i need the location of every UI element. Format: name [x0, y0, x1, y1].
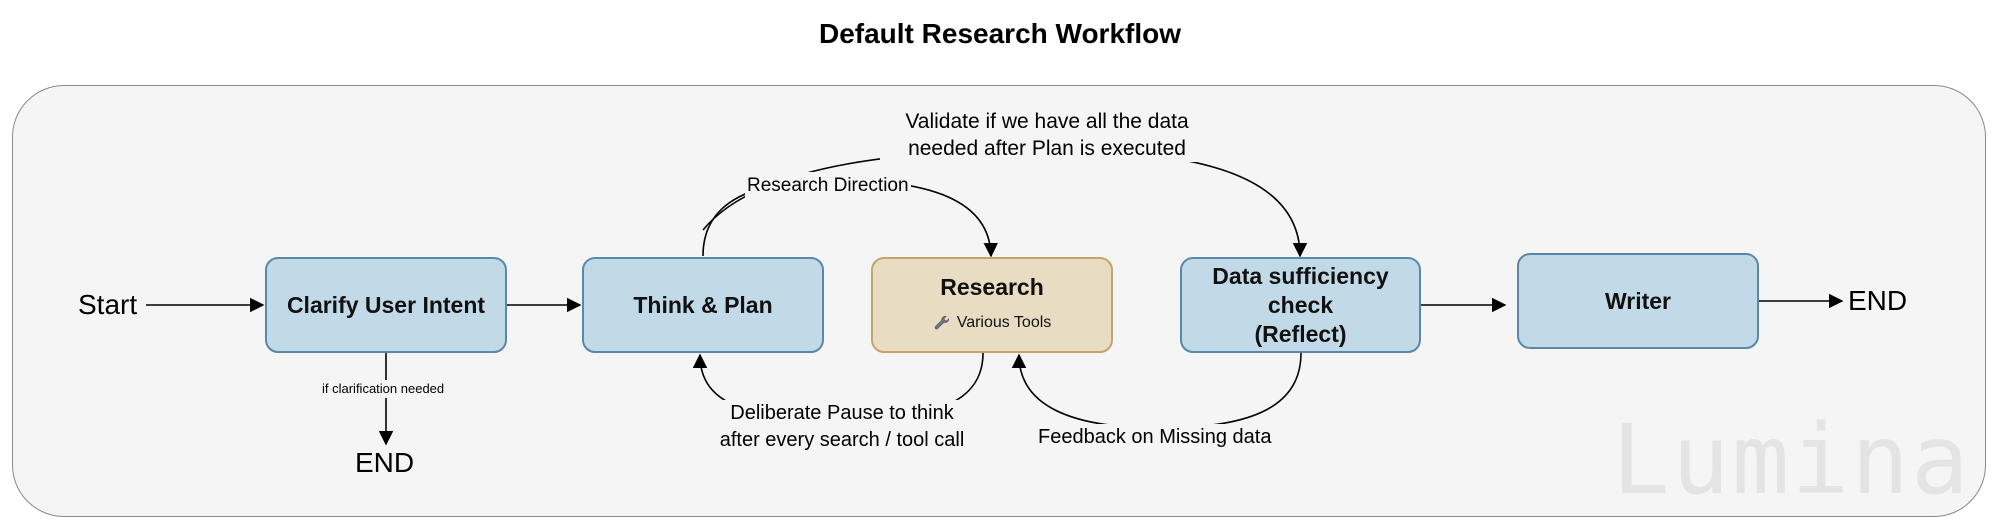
data-check-line2: check — [1267, 291, 1334, 318]
think-plan-node: Think & Plan — [582, 257, 824, 353]
research-direction-label: Research Direction — [745, 172, 911, 199]
validate-label-line1: Validate if we have all the data — [905, 110, 1189, 133]
writer-node-label: Writer — [1604, 287, 1672, 314]
validate-label-line2: needed after Plan is executed — [908, 137, 1186, 160]
validate-label: Validate if we have all the data needed … — [880, 108, 1214, 162]
research-node: Research Various Tools — [871, 257, 1113, 353]
think-node-label: Think & Plan — [633, 291, 773, 318]
writer-node: Writer — [1517, 253, 1759, 349]
clarify-user-intent-node: Clarify User Intent — [265, 257, 507, 353]
research-node-label: Research — [940, 274, 1044, 300]
start-terminal: Start — [78, 289, 138, 320]
research-tools: Various Tools — [933, 308, 1052, 337]
wrench-icon — [934, 315, 949, 329]
end-terminal-final: END — [1848, 285, 1908, 316]
watermark: Lumina — [1612, 404, 1971, 516]
clarify-node-label: Clarify User Intent — [286, 291, 486, 318]
pause-label: Deliberate Pause to think after every se… — [705, 400, 979, 454]
data-check-line1: Data sufficiency — [1212, 262, 1389, 289]
clarification-label: if clarification needed — [320, 380, 447, 398]
data-check-line3: (Reflect) — [1254, 320, 1347, 347]
research-tools-label: Various Tools — [956, 314, 1052, 331]
end-terminal-clarify: END — [355, 447, 415, 478]
edge-think-to-datacheck — [702, 149, 1308, 258]
data-sufficiency-node: Data sufficiency check (Reflect) — [1180, 257, 1421, 353]
diagram-title: Default Research Workflow — [818, 18, 1182, 49]
pause-label-line1: Deliberate Pause to think — [730, 402, 954, 424]
edge-datacheck-to-research — [1011, 352, 1302, 429]
pause-label-line2: after every search / tool call — [719, 429, 965, 451]
feedback-label: Feedback on Missing data — [1036, 424, 1274, 451]
